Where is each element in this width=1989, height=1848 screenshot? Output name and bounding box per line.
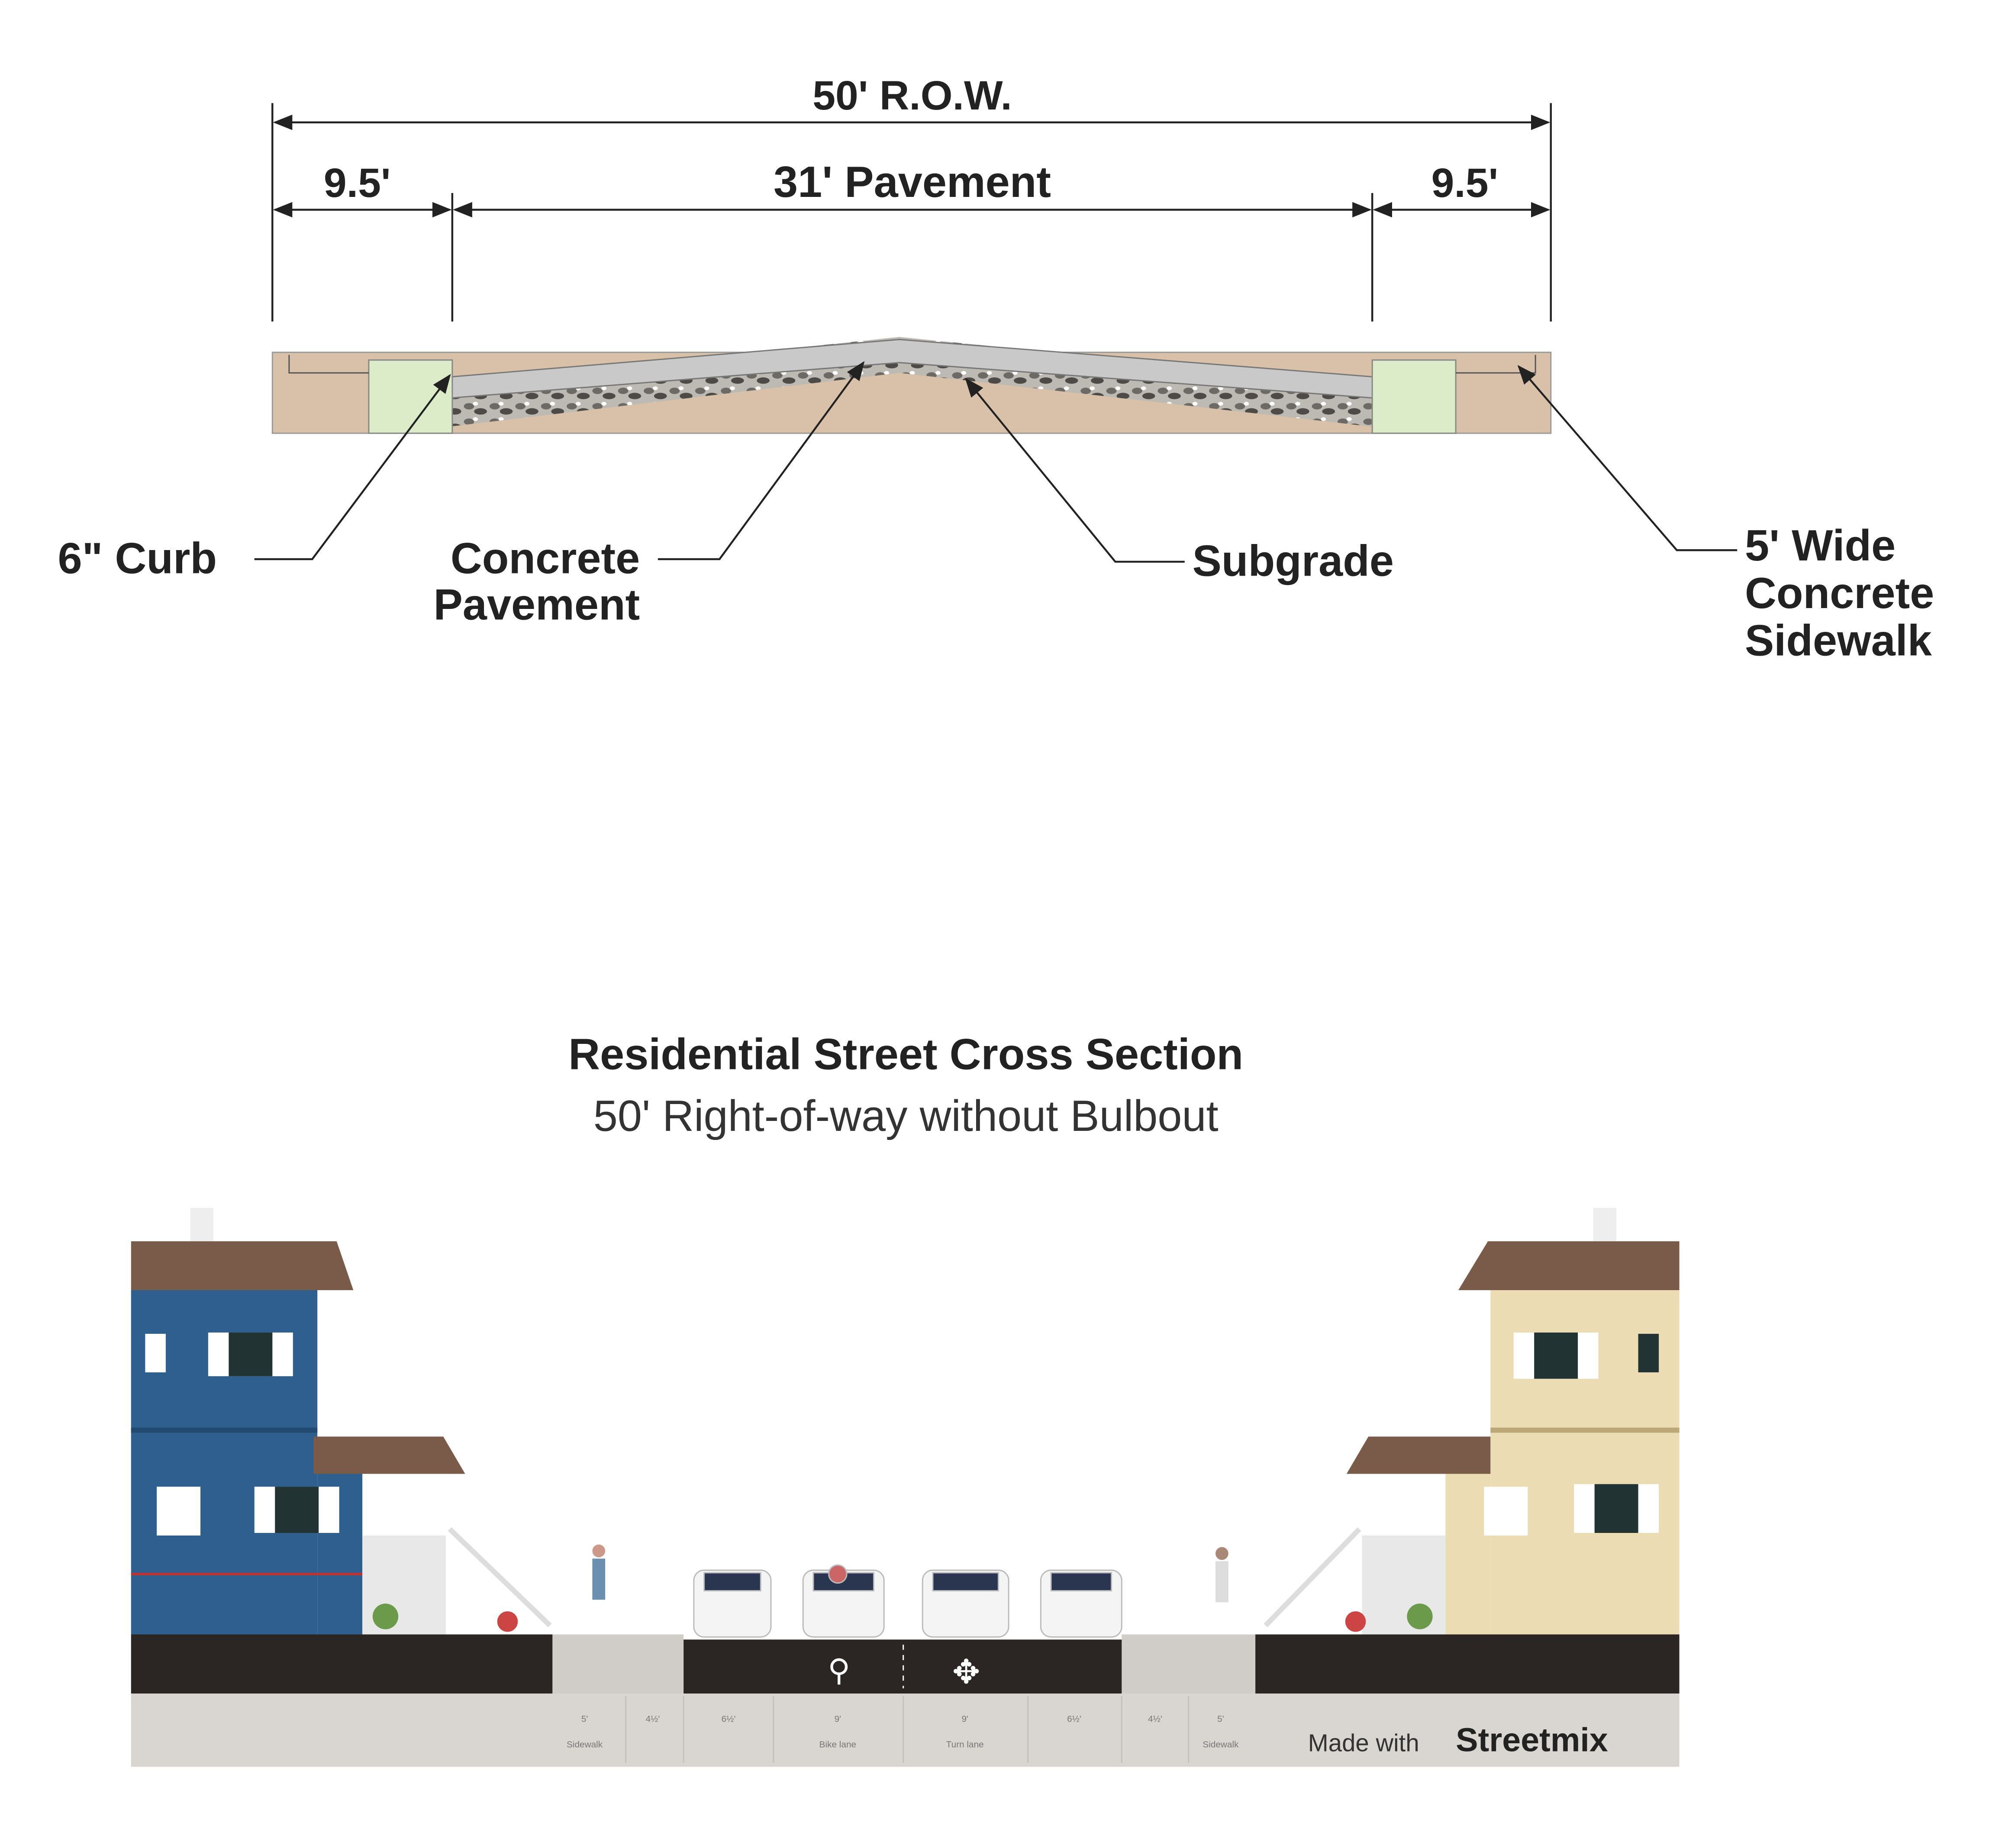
segment-name: Bike lane	[819, 1740, 856, 1750]
callout-leaders	[254, 361, 1738, 563]
car	[922, 1569, 1009, 1638]
right-house	[1264, 1208, 1680, 1635]
curb-callout: 6" Curb	[58, 534, 217, 583]
segment-width: 5'	[581, 1714, 588, 1724]
section-title: Residential Street Cross Section	[568, 1030, 1243, 1079]
car	[693, 1569, 772, 1638]
segment-width: 5'	[1217, 1714, 1224, 1724]
segment-width: 9'	[961, 1714, 968, 1724]
segment-name: Sidewalk	[567, 1740, 603, 1750]
segment-width: 6½'	[722, 1714, 736, 1724]
sidewalk-callout-2: Concrete	[1745, 569, 1934, 618]
segment-labels: 5' Sidewalk 4½' 6½' 9' Bike lane 9' Turn…	[567, 1714, 1239, 1749]
section-subtitle: 50' Right-of-way without Bulbout	[593, 1092, 1219, 1140]
concrete-callout-2: Pavement	[433, 581, 640, 629]
pedestrian	[592, 1544, 606, 1600]
credit-prefix: Made with	[1308, 1729, 1419, 1757]
segment-name: Sidewalk	[1202, 1740, 1239, 1750]
segment-width: 4½'	[1148, 1714, 1162, 1724]
row-dimension-label: 50' R.O.W.	[812, 73, 1012, 119]
left-dimension-label: 9.5'	[324, 160, 391, 206]
left-curb	[368, 359, 453, 434]
car	[1040, 1569, 1122, 1638]
streetmix-section: ⚲ ✥	[131, 1208, 1680, 1767]
right-curb	[1371, 359, 1457, 434]
sidewalk-callout-1: 5' Wide	[1745, 522, 1896, 570]
bike-icon: ⚲	[828, 1654, 850, 1687]
turn-arrows-icon: ✥	[952, 1653, 980, 1690]
car	[802, 1564, 885, 1638]
subgrade-callout: Subgrade	[1193, 537, 1394, 586]
segment-width: 4½'	[645, 1714, 660, 1724]
pedestrian	[1215, 1547, 1228, 1603]
streetmix-logo: Streetmix	[1456, 1722, 1608, 1759]
dimension-lines	[271, 103, 1552, 322]
segment-width: 9'	[835, 1714, 841, 1724]
segment-name: Turn lane	[946, 1740, 984, 1750]
left-house	[131, 1208, 552, 1635]
sidewalk-callout-3: Sidewalk	[1745, 617, 1932, 665]
segment-width: 6½'	[1067, 1714, 1081, 1724]
pavement-cross-section	[271, 337, 1552, 434]
pavement-dimension-label: 31' Pavement	[774, 158, 1051, 206]
right-dimension-label: 9.5'	[1431, 160, 1499, 206]
concrete-callout-1: Concrete	[451, 534, 640, 583]
